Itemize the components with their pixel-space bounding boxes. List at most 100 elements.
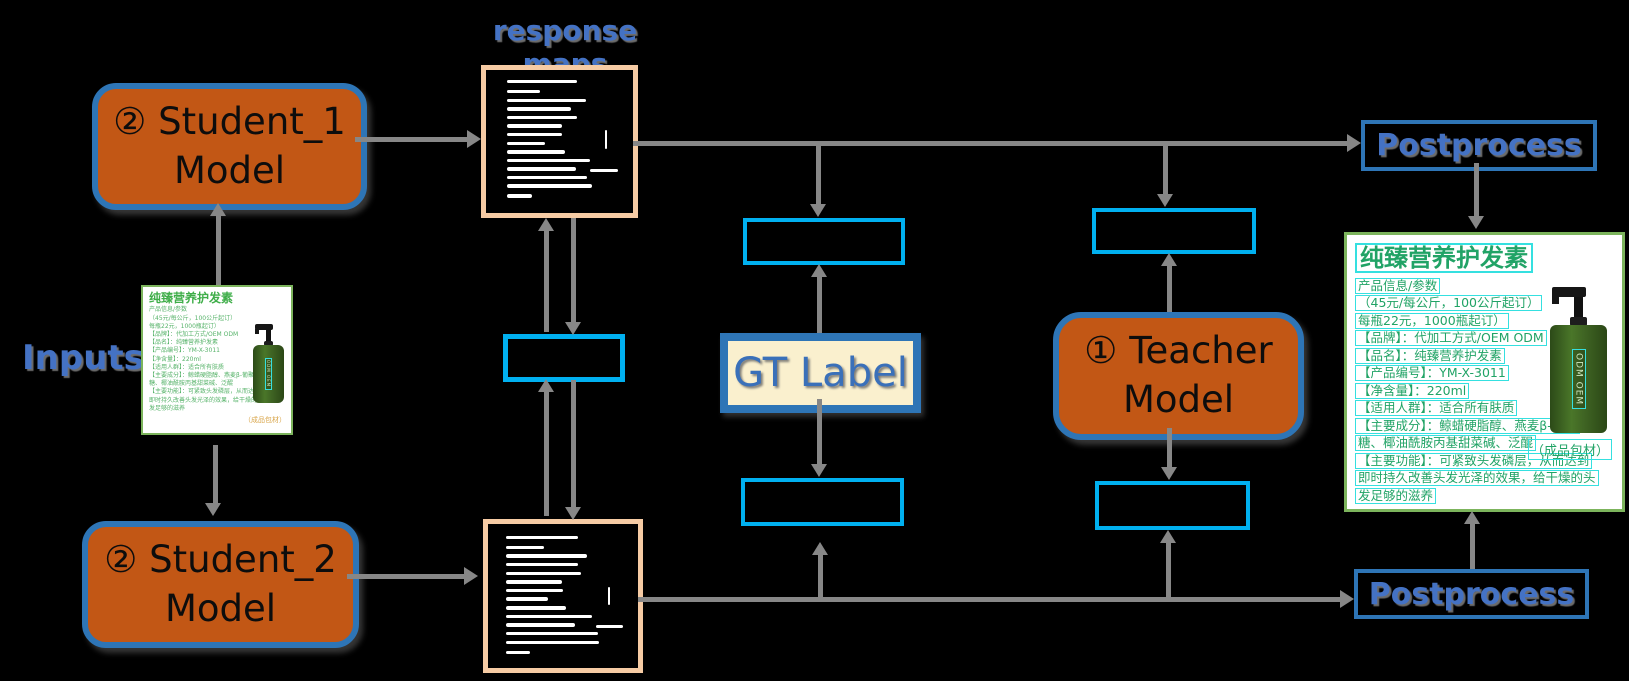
branch-top-to-gt-box — [816, 143, 821, 204]
response-stroke — [608, 587, 611, 605]
bottle-pump — [1552, 287, 1586, 297]
arrowhead — [467, 130, 481, 148]
arrowhead — [812, 542, 828, 555]
arrow-student2-to-map2 — [347, 574, 464, 579]
teacher-label-line1: ① Teacher — [1084, 329, 1273, 373]
arrowhead — [811, 464, 827, 477]
product-text-line: 【适用人群】：适合所有肤质 — [149, 363, 225, 371]
ocr-card-package-caption: （成品包材） — [1527, 439, 1612, 460]
line-map2-to-postprocess — [638, 597, 1340, 602]
response-stroke — [596, 624, 623, 629]
bottle-pump — [255, 324, 273, 330]
response-stroke — [506, 115, 578, 120]
student2-label-line2: Model — [164, 586, 277, 630]
bottle-pump-spout — [255, 329, 259, 334]
response-stroke — [506, 606, 566, 610]
arrowhead — [1468, 216, 1484, 229]
product-text-line: 【品牌】：代加工方式/OEM ODM — [149, 331, 239, 338]
product-text-line: （45元/每公斤，100公斤起订） — [149, 314, 237, 322]
inputs-label: Inputs — [22, 338, 144, 378]
bottle-pump-spout — [1552, 295, 1559, 304]
product-text-line: 发足够的滋养 — [149, 404, 186, 412]
bottle-pump-stem — [1574, 297, 1583, 319]
branch-bottom-to-gt-box — [818, 555, 823, 599]
response-map-student1 — [481, 65, 638, 218]
input-product-card: 纯臻营养护发素 产品信息/参数（45元/每公斤，100公斤起订）每瓶22元，10… — [141, 285, 293, 435]
arrowhead — [1464, 511, 1480, 524]
arrowhead — [1340, 590, 1354, 608]
teacher-label-line2: Model — [1122, 378, 1235, 421]
arrowhead — [565, 322, 581, 335]
arrow-gtlabel-to-topbox — [817, 277, 822, 333]
response-stroke — [506, 124, 563, 128]
arrow-input-to-student1 — [216, 216, 221, 285]
response-stroke — [506, 90, 541, 94]
arrow-input-to-student2 — [213, 445, 218, 503]
arrow-postprocess-to-card — [1474, 163, 1479, 216]
product-text-line: 【产品编号】：YM-X-3011 — [149, 347, 220, 355]
arrowhead — [538, 379, 554, 392]
arrow-loss-to-map1-up — [544, 230, 549, 332]
response-stroke — [506, 597, 548, 601]
teacher-model-node: ① Teacher Model — [1053, 312, 1304, 440]
ocr-card-title: 纯臻营养护发素 — [1355, 243, 1533, 274]
arrowhead — [1161, 253, 1177, 266]
product-text-line: （45元/每公斤，100公斤起订） — [1355, 295, 1543, 312]
teacher-top-loss-box — [1092, 208, 1256, 254]
bottle-body: ODM OEM — [253, 345, 284, 403]
arrow-loss-to-map2-down — [571, 380, 576, 507]
response-stroke — [506, 98, 586, 103]
arrowhead — [1347, 134, 1361, 152]
arrowhead — [464, 567, 478, 585]
product-text-line: 【主要成分】：鲸蜡硬脂醇、燕麦β-葡聚 — [149, 372, 254, 380]
arrow-gtlabel-to-bottombox — [817, 399, 822, 464]
branch-top-to-teacher-box — [1163, 143, 1168, 194]
bottle-pump-collar — [1570, 317, 1587, 326]
response-stroke — [506, 640, 599, 645]
response-stroke — [506, 132, 563, 137]
student1-label-line1: ② Student_1 — [113, 99, 346, 143]
student1-label-line2: Model — [173, 148, 286, 192]
product-text-line: 即时持久改善头发光泽的效果，给干燥的头 — [1355, 470, 1599, 487]
arrowhead — [538, 218, 554, 231]
arrowhead — [1161, 467, 1177, 480]
arrowhead — [210, 203, 226, 216]
response-stroke — [506, 150, 566, 154]
response-stroke — [506, 623, 575, 627]
response-stroke — [506, 650, 530, 655]
response-stroke — [506, 184, 592, 188]
distill-loss-box — [503, 334, 625, 382]
student2-label-line1: ② Student_2 — [104, 537, 337, 581]
product-text-line: 【品牌】：代加工方式/OEM ODM — [1355, 330, 1547, 347]
product-bottle-image: ODM OEM — [251, 323, 287, 405]
product-text-line: 即时持久改善头发光泽的效果，给干燥的头 — [149, 396, 264, 404]
product-text-line: 产品信息/参数 — [1355, 277, 1441, 294]
product-text-line: 【适用人群】：适合所有肤质 — [1355, 400, 1518, 417]
response-stroke — [506, 571, 581, 575]
arrowhead — [811, 264, 827, 277]
bottle-body: ODM OEM — [1550, 325, 1607, 433]
response-stroke — [590, 168, 619, 173]
bottle-pump-collar — [264, 341, 273, 346]
postprocess-top-label: Postprocess — [1376, 128, 1582, 163]
response-stroke — [506, 80, 578, 84]
arrowhead — [1157, 194, 1173, 207]
input-card-lines: 产品信息/参数（45元/每公斤，100公斤起订）每瓶22元，1000瓶起订）【品… — [149, 306, 285, 413]
gt-top-loss-box — [743, 218, 905, 265]
branch-bottom-to-teacher-box — [1166, 543, 1171, 599]
response-stroke — [506, 614, 592, 619]
product-text-line: 发足够的滋养 — [1355, 487, 1437, 504]
response-stroke — [506, 554, 587, 558]
response-stroke — [506, 141, 545, 145]
input-card-title: 纯臻营养护发素 — [149, 291, 234, 305]
gt-bottom-loss-box — [741, 478, 904, 526]
response-stroke — [506, 588, 563, 593]
gt-label-text: GT Label — [733, 350, 908, 396]
product-text-line: 【品名】：纯臻营养护发素 — [149, 339, 219, 347]
response-stroke — [506, 107, 572, 111]
ocr-card-lines: 产品信息/参数（45元/每公斤，100公斤起订）每瓶22元，1000瓶起订）【品… — [1355, 277, 1614, 504]
student1-model-node: ② Student_1 Model — [92, 83, 367, 210]
arrowhead — [810, 204, 826, 217]
response-stroke — [605, 130, 608, 149]
